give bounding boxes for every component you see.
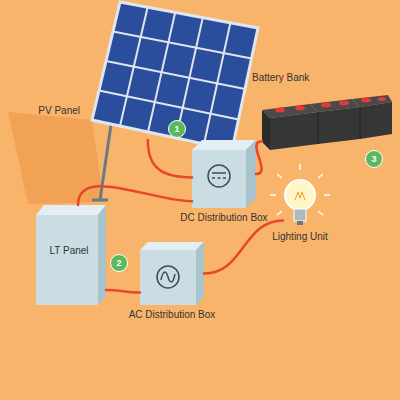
box-top [140,242,204,250]
wire [148,140,192,177]
battery-bank-node: Battery Bank [262,92,392,150]
battery-bank [262,95,392,150]
lighting-unit-node: Lighting Unit [283,180,317,225]
panel-shadow [8,112,104,204]
dc-symbol [218,177,221,179]
callout-number: 1 [168,120,186,138]
box-top [36,205,106,215]
distribution-box: DC Distribution Box [192,140,256,208]
box-front [36,215,98,305]
callout-number: 2 [110,254,128,272]
pv-panel-node: PV Panel [92,5,185,140]
node-label: AC Distribution Box [124,309,220,321]
box-front [192,150,246,208]
dc-symbol [223,177,226,179]
node-label: Lighting Unit [263,231,337,243]
box-side [246,140,256,208]
wire [78,186,192,205]
dc-symbol [212,177,215,179]
wire [106,290,140,292]
node-label: DC Distribution Box [178,212,270,224]
wire [204,221,283,274]
wire [256,141,262,174]
lt-panel-box: LT Panel [36,205,106,305]
box-top [192,140,256,150]
node-label: Battery Bank [252,72,309,84]
node-label: LT Panel [40,245,98,257]
distribution-box: AC Distribution Box [140,242,204,305]
dc-symbol [212,172,226,174]
callout-number: 3 [365,150,383,168]
dc-symbol [208,165,230,187]
node-label: PV Panel [38,105,80,117]
light-bulb [270,164,330,225]
box-front [140,250,196,305]
pv-panel [92,2,258,150]
ac-symbol [157,266,179,288]
panel-stand-foot [92,199,108,202]
ac-symbol [161,272,175,282]
panel-cells [99,7,252,144]
